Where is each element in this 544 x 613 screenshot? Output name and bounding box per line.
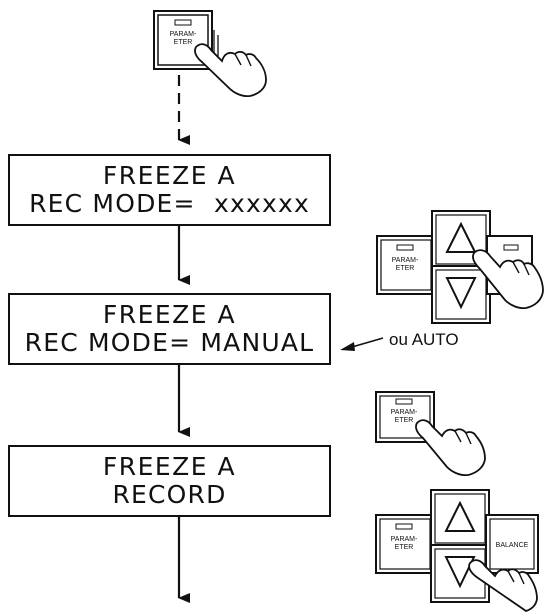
parameter-label-line1: PARAM- xyxy=(392,257,419,264)
lcd-line2: REC MODE= xxxxxx xyxy=(29,190,310,218)
pointing-hand-icon xyxy=(195,44,266,96)
balance-label: BALANCE xyxy=(496,542,529,549)
lcd-line2: RECORD xyxy=(112,481,226,509)
parameter-label-line1: PARAM- xyxy=(391,409,418,416)
lcd-line2: REC MODE= MANUAL xyxy=(25,329,315,357)
lcd-line1: FREEZE A xyxy=(103,162,236,190)
lcd-line1: FREEZE A xyxy=(103,301,236,329)
parameter-label-line2: ETER xyxy=(396,265,415,272)
lcd-screen-record: FREEZE A RECORD xyxy=(8,445,331,517)
parameter-label-line2: ETER xyxy=(395,544,414,551)
lcd-line1: FREEZE A xyxy=(103,453,236,481)
annotation-arrow xyxy=(340,338,383,351)
parameter-label-line1: PARAM- xyxy=(391,536,418,543)
lcd-screen-rec-mode-value: FREEZE A REC MODE= xxxxxx xyxy=(8,154,331,226)
pointing-hand-icon xyxy=(416,420,485,475)
parameter-label-line1: PARAM- xyxy=(170,31,197,38)
parameter-label-line2: ETER xyxy=(395,417,414,424)
lcd-screen-rec-mode-manual: FREEZE A REC MODE= MANUAL xyxy=(8,293,331,365)
parameter-label-line2: ETER xyxy=(174,39,193,46)
annotation-ou-auto: ou AUTO xyxy=(389,330,459,350)
